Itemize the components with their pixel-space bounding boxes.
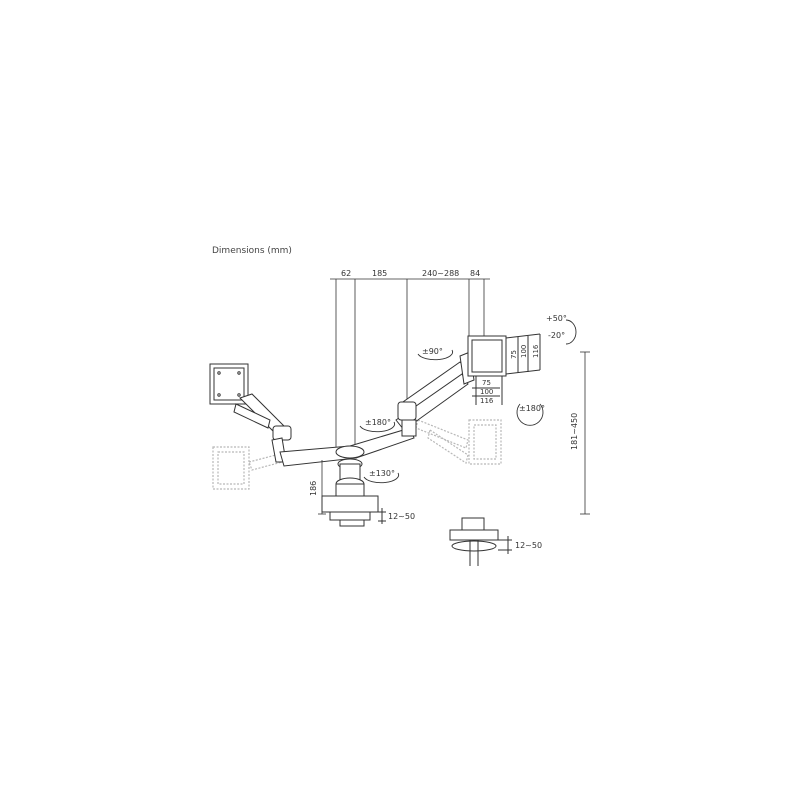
desk-clamp — [321, 495, 386, 527]
vesa-116-v: 116 — [532, 344, 540, 358]
vesa-100-h: 100 — [480, 388, 493, 396]
clamp-range: 12~50 — [388, 512, 415, 521]
right-vesa-plate — [467, 333, 541, 405]
pole-height: 186 — [309, 481, 318, 496]
center-base-arm — [279, 427, 415, 497]
vesa-75-v: 75 — [510, 350, 518, 359]
vesa-75-h: 75 — [482, 379, 491, 387]
tilt-down: -20° — [548, 331, 565, 340]
rot-right-arm: ±90° — [422, 347, 443, 356]
dim-84: 84 — [470, 269, 480, 278]
grommet-mount — [449, 517, 512, 566]
rotation-arcs — [359, 319, 577, 484]
tilt-up: +50° — [546, 314, 567, 323]
ghost-left-arm — [212, 446, 284, 490]
left-monitor-arm — [209, 363, 292, 463]
rot-left-arm: ±180° — [365, 418, 391, 427]
dim-240-288: 240~288 — [422, 269, 459, 278]
top-dimension-lines — [330, 278, 490, 450]
vesa-116-h: 116 — [480, 397, 494, 405]
rot-center: ±130° — [369, 469, 395, 478]
grommet-range: 12~50 — [515, 541, 542, 550]
dim-62: 62 — [341, 269, 351, 278]
ghost-right-arm — [415, 419, 502, 465]
right-monitor-arm — [395, 351, 475, 437]
height-dimension-line — [580, 351, 590, 515]
vesa-100-v: 100 — [520, 345, 528, 358]
rot-screen: ±180° — [519, 404, 545, 413]
diagram-title: Dimensions (mm) — [212, 246, 292, 256]
dim-185: 185 — [372, 269, 387, 278]
height-range: 181~450 — [570, 413, 579, 450]
